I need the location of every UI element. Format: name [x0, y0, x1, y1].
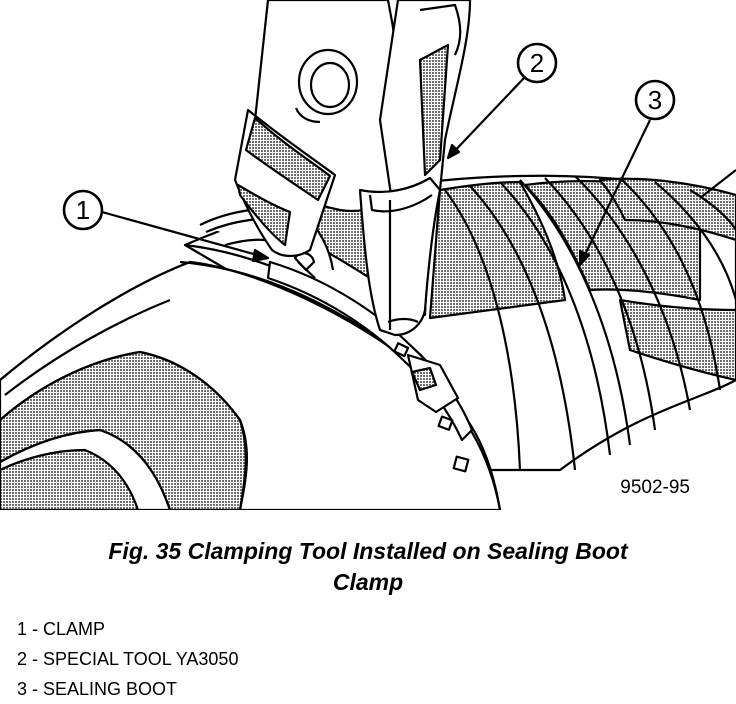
figure-caption: Fig. 35 Clamping Tool Installed on Seali…: [0, 536, 736, 598]
legend-item-special-tool: 2 - SPECIAL TOOL YA3050: [17, 649, 239, 669]
caption-line-2: Clamp: [332, 569, 404, 595]
figure-id: 9502-95: [620, 477, 690, 498]
callout-2: [516, 42, 558, 84]
housing: [0, 207, 502, 510]
legend-list: 1 - CLAMP 2 - SPECIAL TOOL YA3050 3 - SE…: [17, 614, 238, 704]
clamp-band: [266, 252, 474, 473]
legend-item-clamp: 1 - CLAMP: [17, 619, 106, 639]
caption-line-1: Fig. 35 Clamping Tool Installed on Seali…: [108, 538, 628, 564]
callout-1-label: 1: [76, 195, 90, 225]
callout-leaders: [101, 77, 651, 267]
callout-1: [62, 189, 104, 231]
legend-item-sealing-boot: 3 - SEALING BOOT: [17, 679, 178, 699]
special-tool: [233, 0, 472, 337]
callout-3: [634, 79, 676, 121]
callout-3-label: 3: [648, 85, 662, 115]
clamping-tool-illustration: 1 2 3 9502-95: [0, 0, 736, 510]
callout-2-label: 2: [530, 48, 544, 78]
